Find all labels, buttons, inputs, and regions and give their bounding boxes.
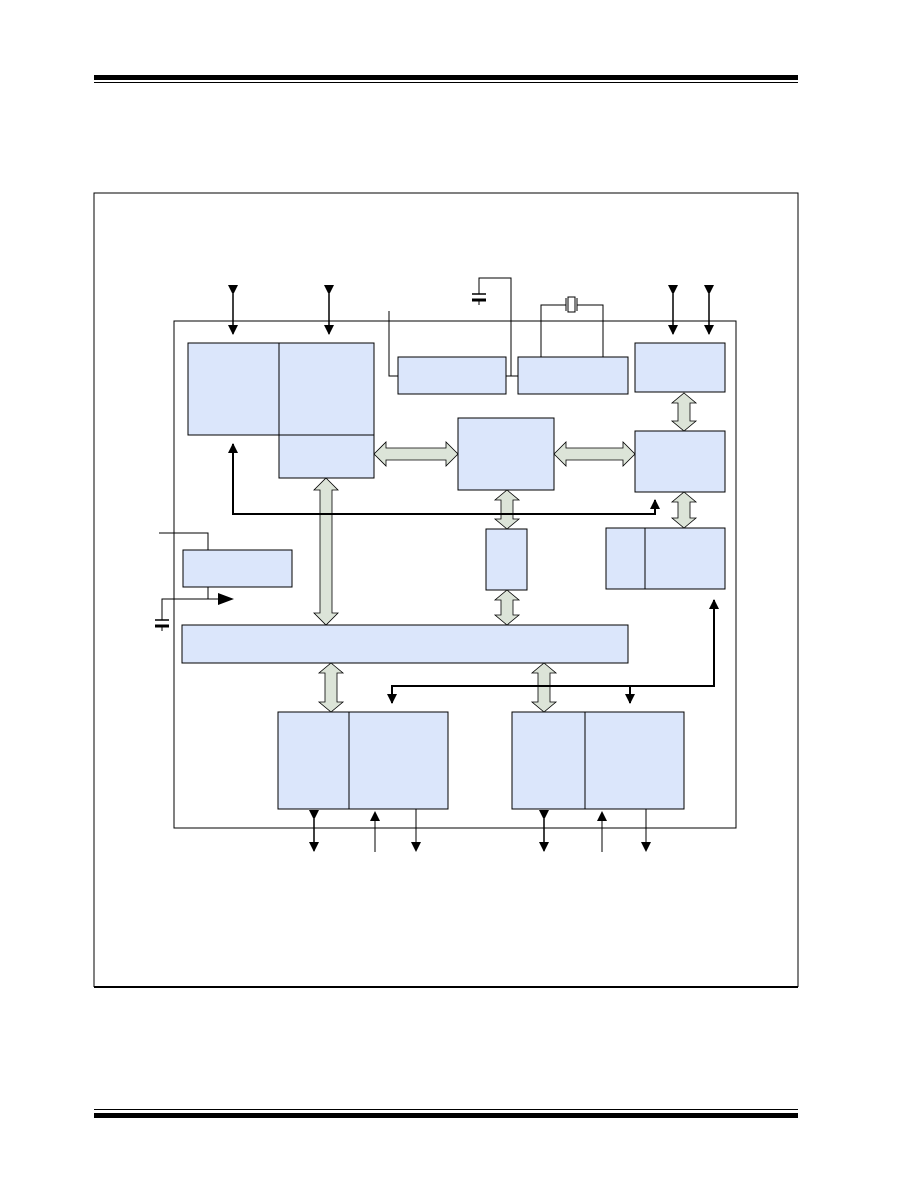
block-right-split-b (644, 527, 726, 590)
block-top-right (634, 342, 726, 393)
block-bottom-left-a (277, 711, 350, 810)
header-rule-thick (94, 75, 798, 80)
figure-frame (93, 192, 799, 987)
bus-arrow-bus-bottom-left (317, 662, 345, 713)
block-center-core (457, 417, 555, 491)
block-top-left-b (278, 342, 375, 436)
block-left-standalone (182, 549, 293, 588)
bus-arrow-bus-bottom-right (530, 662, 558, 713)
bus-arrow-memory-bus (313, 477, 339, 626)
chip-boundary (173, 320, 737, 829)
bus-arrow-left-core (373, 441, 459, 467)
footer-rule-thick (94, 1113, 798, 1118)
capacitor-wire-top (478, 277, 518, 377)
bus-line-feedback (232, 445, 660, 515)
bus-arrow-top-right (670, 392, 698, 432)
bus-arrow-right-split (670, 491, 698, 529)
crystal-icon (567, 296, 576, 313)
block-top-middle-2 (517, 356, 629, 395)
wire-left-input (159, 532, 209, 550)
bus-arrow-small-bus (493, 589, 521, 626)
block-right-middle (634, 430, 726, 493)
block-right-split-a (605, 527, 646, 590)
footer-rule-thin (94, 1109, 798, 1110)
block-internal-bus (181, 624, 629, 664)
block-top-middle-1 (397, 356, 507, 395)
header-rule-thin (94, 82, 798, 83)
block-top-left-c (278, 434, 375, 479)
block-bottom-left-b (348, 711, 449, 810)
block-center-small (485, 528, 528, 591)
crystal-wires (540, 304, 604, 357)
bus-arrow-core-small (493, 489, 521, 530)
block-top-left-a (187, 342, 280, 436)
block-bottom-right-b (584, 711, 685, 810)
output-arrow-left (218, 593, 234, 605)
bus-arrow-core-right (553, 441, 636, 467)
capacitor-wire-left (161, 598, 208, 613)
wire-into-top-middle (388, 311, 398, 377)
block-bottom-right-a (511, 711, 586, 810)
